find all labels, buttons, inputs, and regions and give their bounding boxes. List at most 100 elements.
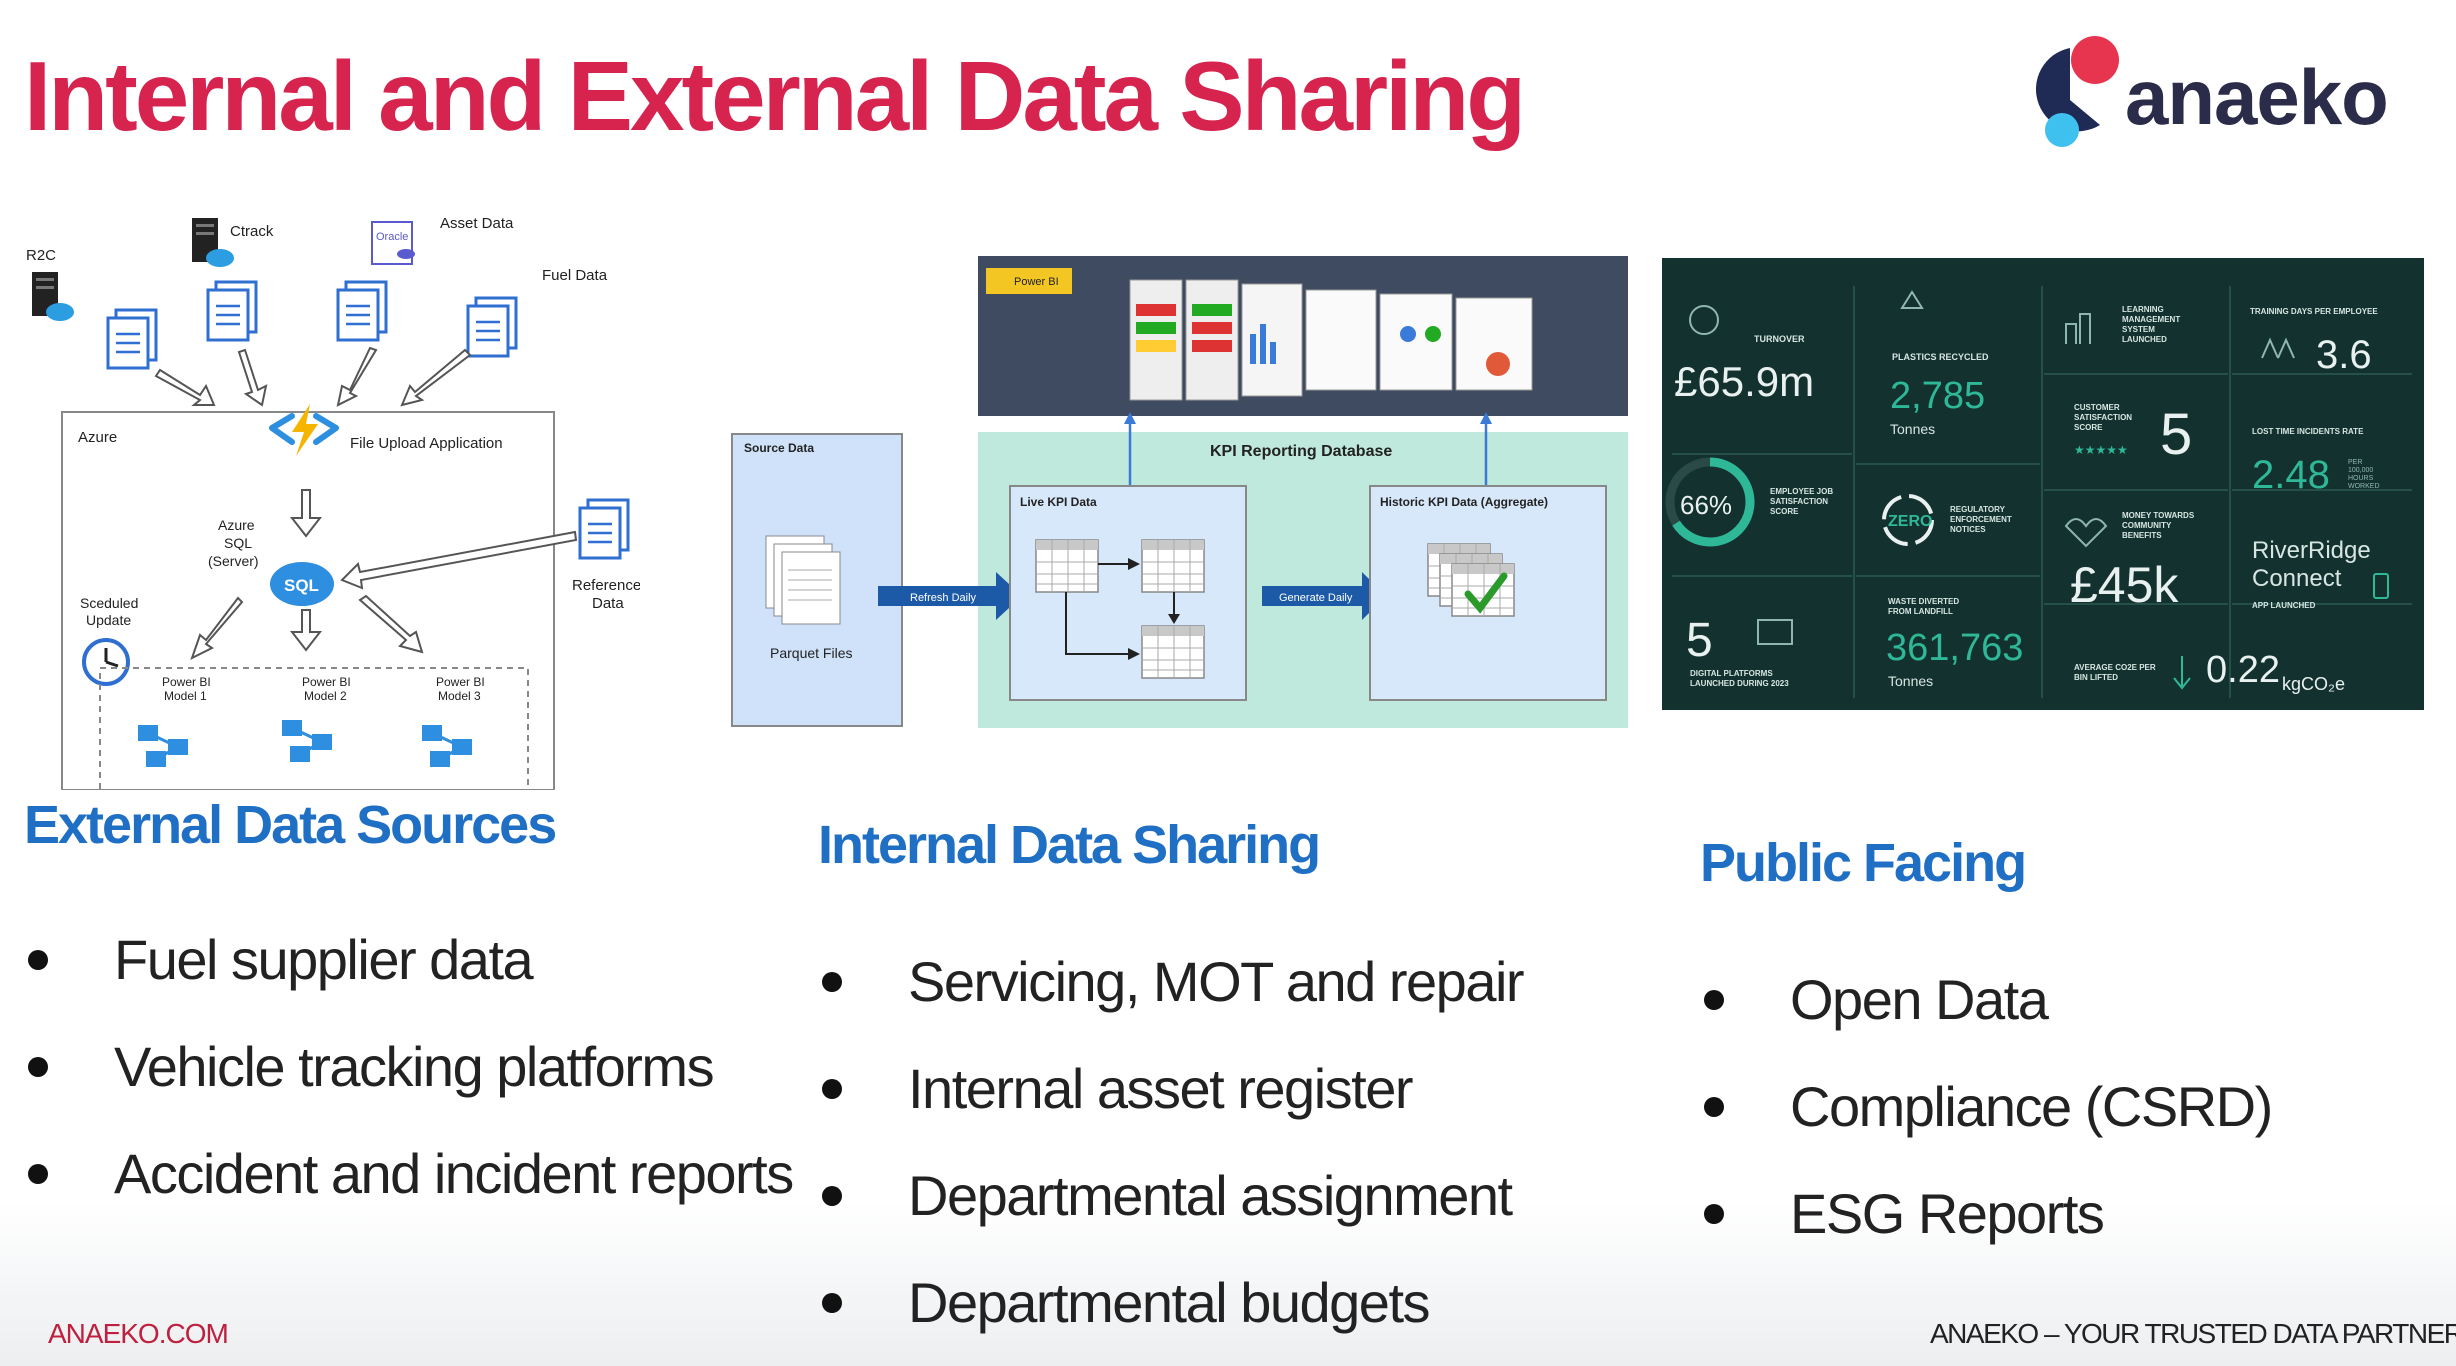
people-icon [2261, 337, 2295, 359]
parquet-label: Parquet Files [770, 645, 852, 661]
csat-value: 5 [2160, 402, 2192, 467]
svg-text:Model 2: Model 2 [304, 689, 347, 703]
plastics-value: 2,785 [1890, 375, 1985, 417]
plastics-label: PLASTICS RECYCLED [1892, 352, 1989, 362]
turnover-label: TURNOVER [1754, 334, 1805, 344]
azure-label: Azure [78, 429, 117, 446]
internal-list: Servicing, MOT and repair Internal asset… [818, 928, 1525, 1356]
table-icon [1141, 539, 1205, 593]
riverridge-label: APP LAUNCHED [2252, 601, 2316, 610]
source-asset-data: Asset Data [440, 215, 514, 232]
plastics-unit: Tonnes [1890, 421, 1935, 437]
list-item: Open Data [1700, 946, 2272, 1053]
svg-text:Update: Update [86, 612, 131, 628]
list-item: Fuel supplier data [24, 906, 793, 1013]
source-data-label: Source Data [744, 441, 814, 455]
zero-ring-icon [1882, 494, 1934, 546]
svg-text:Data: Data [592, 595, 624, 612]
list-item: Accident and incident reports [24, 1120, 794, 1227]
heart-hands-icon [2064, 518, 2108, 548]
clock-icon [82, 638, 130, 686]
scheduled-label: Sceduled [80, 595, 138, 611]
bar-chart-icon [2065, 313, 2091, 344]
svg-text:(Server): (Server) [208, 553, 259, 569]
document-icon [466, 296, 518, 358]
public-heading: Public Facing [1700, 833, 2027, 893]
oracle-icon: Oracle [371, 221, 415, 265]
training-value: 3.6 [2316, 333, 2372, 377]
waste-unit: Tonnes [1888, 673, 1933, 689]
table-icon [1035, 539, 1099, 593]
footer-website[interactable]: ANAEKO.COM [48, 1318, 229, 1349]
source-r2c: R2C [26, 247, 56, 264]
powerbi-model-icon [136, 723, 190, 769]
table-icon [1141, 625, 1205, 679]
digital-value: 5 [1686, 614, 1713, 667]
model-2-label: Power BI [302, 675, 351, 689]
svg-text:Model 3: Model 3 [438, 689, 481, 703]
phone-icon [2373, 573, 2389, 599]
lost-time-value: 2.48 [2252, 453, 2330, 497]
public-list: Open Data Compliance (CSRD) ESG Reports [1700, 946, 2273, 1267]
r2c-server-icon [32, 272, 74, 321]
list-item: Departmental assignment [818, 1142, 1523, 1249]
community-value: £45k [2070, 557, 2179, 613]
azure-sql-label: Azure [218, 517, 255, 533]
powerbi-model-icon [420, 723, 474, 769]
co2-unit: kgCO₂e [2282, 674, 2345, 694]
oracle-label: Oracle [376, 231, 408, 243]
kpi-database-label: KPI Reporting Database [1210, 443, 1392, 460]
lost-time-label: LOST TIME INCIDENTS RATE [2252, 427, 2364, 436]
refresh-label: Refresh Daily [910, 592, 977, 604]
live-kpi-label: Live KPI Data [1020, 495, 1097, 509]
source-ctrack: Ctrack [230, 223, 274, 240]
document-icon [206, 280, 258, 342]
azure-architecture-diagram: R2C Ctrack Oracle Asset Data Fuel Data A… [26, 215, 640, 790]
training-label: TRAINING DAYS PER EMPLOYEE [2250, 307, 2378, 316]
star-rating-icon: ★★★★★ [2074, 443, 2128, 457]
satisfaction-ring [1665, 457, 1755, 547]
reference-label: Reference [572, 577, 640, 594]
esg-dashboard: TURNOVER £65.9m PLASTICS RECYCLED 2,785 … [1662, 258, 2424, 710]
svg-text:Model 1: Model 1 [164, 689, 207, 703]
external-list: Fuel supplier data Vehicle tracking plat… [24, 906, 794, 1227]
list-item: ESG Reports [1700, 1160, 2272, 1267]
source-fuel-data: Fuel Data [542, 267, 608, 284]
waste-value: 361,763 [1886, 627, 2023, 669]
anaeko-logo: anaeko [2010, 30, 2390, 160]
page-title: Internal and External Data Sharing [24, 41, 1526, 151]
document-icon [578, 498, 630, 560]
zero-value: ZERO [1888, 513, 1932, 530]
file-upload-label: File Upload Application [350, 435, 503, 452]
list-item: Compliance (CSRD) [1700, 1053, 2273, 1160]
document-icon [336, 280, 388, 342]
historic-kpi-label: Historic KPI Data (Aggregate) [1380, 495, 1548, 509]
list-item: Departmental budgets [818, 1249, 1523, 1356]
list-item: Vehicle tracking platforms [24, 1013, 793, 1120]
dashboard-tiles: TURNOVER £65.9m PLASTICS RECYCLED 2,785 … [1665, 286, 2412, 698]
powerbi-report-thumbnails-icon [1129, 279, 1533, 401]
document-icon [106, 308, 158, 370]
model-1-label: Power BI [162, 675, 211, 689]
logo-text: anaeko [2125, 53, 2389, 141]
internal-heading: Internal Data Sharing [818, 815, 1321, 875]
down-arrow-icon [2173, 656, 2191, 690]
monitor-icon [1757, 619, 1793, 645]
powerbi-badge: Power BI [1014, 276, 1059, 288]
logo-mark-icon [2035, 36, 2119, 147]
external-heading: External Data Sources [24, 795, 557, 855]
ctrack-server-icon [192, 218, 234, 267]
kpi-reporting-diagram: Power BI KPI Reporting Database Source D… [731, 256, 1628, 728]
recycle-icon [1900, 290, 1924, 309]
list-item: Servicing, MOT and repair [818, 928, 1525, 1035]
co2-value: 0.22 [2206, 649, 2280, 691]
